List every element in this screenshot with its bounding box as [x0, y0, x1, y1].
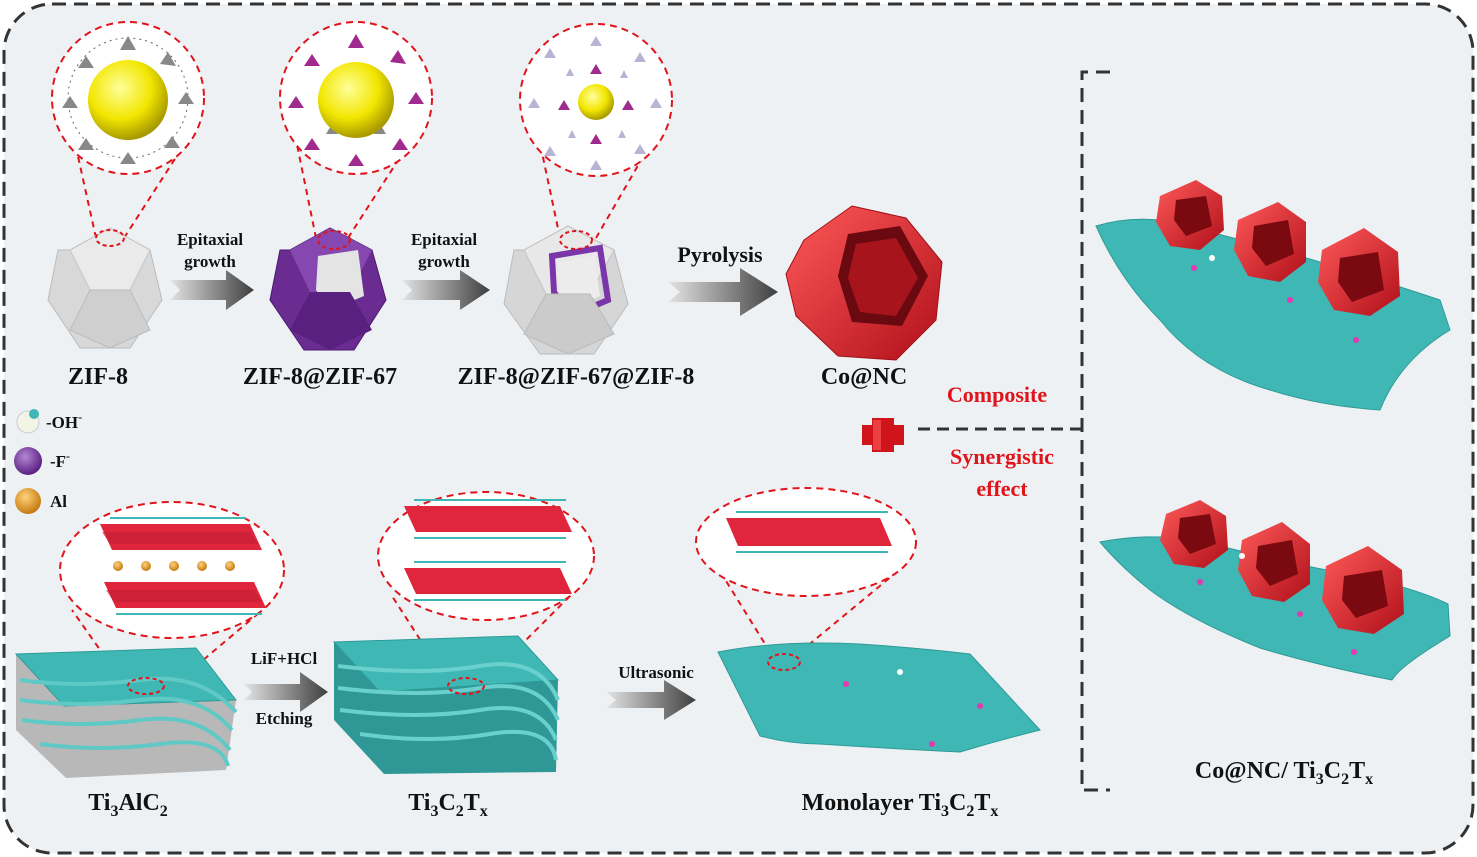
legend-oh: -OH- [46, 410, 82, 432]
monolayer-zoom [695, 487, 917, 653]
composite-label: Composite [947, 382, 1047, 407]
legend: -OH- -F- Al [14, 409, 82, 514]
zif8-zif67-zif8-label: ZIF-8@ZIF-67@ZIF-8 [458, 364, 695, 390]
ti3c2tx-zoom [377, 491, 595, 687]
ti3c2tx-label: Ti3C2Tx [408, 790, 488, 820]
co-nc-polyhedron [785, 205, 943, 361]
product-composite-2 [1099, 500, 1451, 681]
etching-top-label: LiF+HCl [251, 649, 318, 668]
epitaxial-arrow-1: Epitaxial growth [170, 230, 254, 310]
zif8-zif67-zoom [279, 21, 433, 239]
pyrolysis-label: Pyrolysis [677, 242, 763, 267]
plus-icon [862, 418, 904, 452]
legend-al: Al [50, 492, 67, 511]
ti3alc2-stack [14, 647, 238, 778]
ti3alc2-label: Ti3AlC2 [88, 790, 168, 820]
zif8-zif67-zif8-zoom [519, 23, 673, 239]
product-label: Co@NC/ Ti3C2Tx [1195, 758, 1373, 788]
pyrolysis-arrow: Pyrolysis [668, 242, 778, 316]
zif8-zif67-label: ZIF-8@ZIF-67 [243, 364, 397, 390]
arrow1-line1: Epitaxial [177, 230, 243, 249]
product-composite-1 [1095, 180, 1451, 411]
ti3c2tx-stack [332, 635, 560, 774]
zif8-label: ZIF-8 [68, 364, 128, 390]
product-bracket [1080, 70, 1110, 792]
synergistic-line2: effect [976, 476, 1028, 501]
zif8-zoom [51, 21, 205, 239]
ultrasonic-label: Ultrasonic [618, 663, 694, 682]
zif8-polyhedron [47, 227, 163, 349]
epitaxial-arrow-2: Epitaxial growth [402, 230, 490, 310]
legend-f: -F- [50, 449, 70, 471]
ti3alc2-zoom [59, 501, 285, 689]
al-icon [15, 488, 41, 514]
arrow1-line2: growth [184, 252, 236, 271]
f-icon [14, 447, 42, 475]
zif8-zif67-zif8-polyhedron [503, 225, 629, 355]
etching-arrow: LiF+HCl Etching [244, 649, 328, 728]
monolayer-sheet [717, 642, 1041, 753]
ultrasonic-arrow: Ultrasonic [606, 663, 696, 720]
oh-icon [16, 409, 40, 434]
monolayer-label: Monolayer Ti3C2Tx [802, 790, 999, 820]
arrow2-line2: growth [418, 252, 470, 271]
etching-bottom-label: Etching [256, 709, 313, 728]
co-nc-label: Co@NC [821, 364, 907, 390]
arrow2-line1: Epitaxial [411, 230, 477, 249]
synergistic-line1: Synergistic [950, 444, 1054, 469]
zif8-zif67-polyhedron [269, 227, 387, 351]
